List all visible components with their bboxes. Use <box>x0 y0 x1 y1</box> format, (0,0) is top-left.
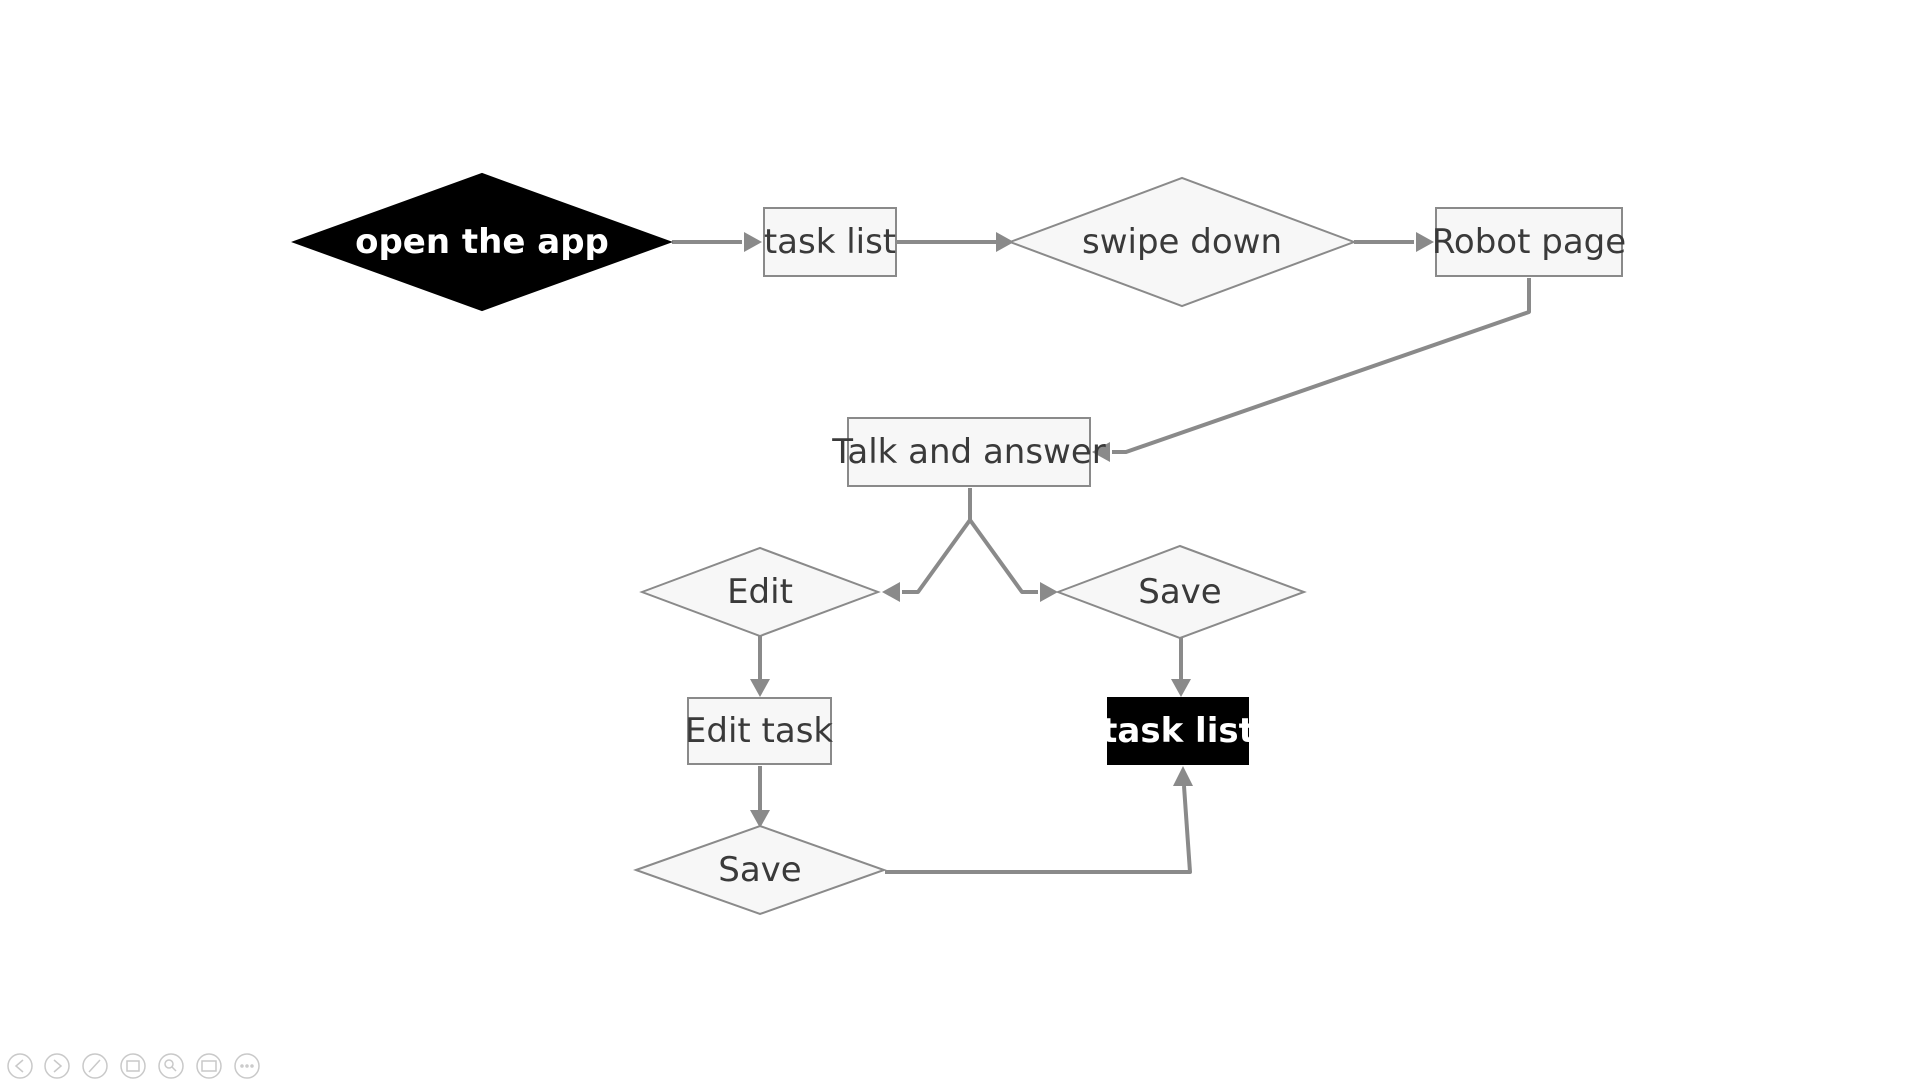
slides-icon <box>120 1053 146 1079</box>
diamond-shape <box>291 172 673 312</box>
arrowhead <box>996 232 1014 252</box>
node-label: task list <box>1101 711 1255 751</box>
node-label: Robot page <box>1432 222 1626 262</box>
subtitles-button[interactable] <box>196 1053 222 1079</box>
edges <box>672 232 1531 874</box>
node-label: Save <box>1138 572 1221 612</box>
node-edit-task[interactable]: Edit task <box>685 697 834 765</box>
node-edit[interactable]: Edit <box>639 546 881 638</box>
chevron-left-icon <box>14 1059 24 1073</box>
edge-save-to-final-task-list <box>885 785 1192 874</box>
node-save[interactable]: Save <box>1055 544 1307 640</box>
pen-stroke-icon <box>88 1059 101 1073</box>
edge-robot-page-to-talk-answer <box>1112 278 1531 454</box>
arrowhead <box>1416 232 1434 252</box>
magnifier-icon <box>164 1059 174 1069</box>
more-icon <box>234 1053 260 1079</box>
node-open-app[interactable]: open the app <box>291 172 673 312</box>
node-label: swipe down <box>1082 222 1282 262</box>
edge-talk-answer-to-save <box>968 518 1038 594</box>
edge-talk-answer-to-edit <box>902 488 972 594</box>
arrowhead <box>1040 582 1058 602</box>
zoom-icon <box>158 1053 184 1079</box>
node-talk-and-answer[interactable]: Talk and answer <box>831 417 1106 487</box>
node-label: open the app <box>355 222 609 262</box>
slide-thumbnail-icon <box>126 1060 140 1072</box>
previous-icon <box>7 1053 33 1079</box>
node-robot-page[interactable]: Robot page <box>1432 207 1626 277</box>
more-button[interactable] <box>234 1053 260 1079</box>
node-label: Save <box>718 850 801 890</box>
node-swipe-down[interactable]: swipe down <box>1007 176 1357 308</box>
arrowhead <box>1171 679 1191 697</box>
slides-button[interactable] <box>120 1053 146 1079</box>
caption-box-icon <box>201 1060 217 1072</box>
dot-icon <box>240 1064 244 1068</box>
node-label: Edit task <box>685 711 834 751</box>
arrowhead <box>744 232 762 252</box>
node-label: Edit <box>727 572 793 612</box>
node-save-final[interactable]: Save <box>633 824 887 916</box>
rect-shape <box>1107 697 1249 765</box>
pen-button[interactable] <box>82 1053 108 1079</box>
rect-shape <box>763 207 897 277</box>
dot-icon <box>245 1064 249 1068</box>
arrowhead <box>1173 766 1193 786</box>
next-button[interactable] <box>44 1053 70 1079</box>
node-final-task-list[interactable]: task list <box>1101 697 1255 765</box>
arrowhead <box>1092 442 1110 462</box>
diamond-shape <box>1055 544 1307 640</box>
diamond-shape <box>639 546 881 638</box>
node-label: task list <box>764 222 896 262</box>
subtitles-icon <box>196 1053 222 1079</box>
arrowhead <box>750 810 770 828</box>
dot-icon <box>250 1064 254 1068</box>
slideshow-toolbar <box>7 1053 260 1079</box>
next-icon <box>44 1053 70 1079</box>
previous-button[interactable] <box>7 1053 33 1079</box>
chevron-right-icon <box>53 1059 63 1073</box>
rect-shape <box>687 697 832 765</box>
node-label: Talk and answer <box>831 432 1106 472</box>
rect-shape <box>1435 207 1623 277</box>
diamond-shape <box>633 824 887 916</box>
arrowhead <box>750 679 770 697</box>
node-task-list[interactable]: task list <box>763 207 897 277</box>
magnifier-handle-icon <box>171 1066 177 1072</box>
diamond-shape <box>1007 176 1357 308</box>
rect-shape <box>847 417 1091 487</box>
zoom-button[interactable] <box>158 1053 184 1079</box>
arrowhead <box>882 582 900 602</box>
